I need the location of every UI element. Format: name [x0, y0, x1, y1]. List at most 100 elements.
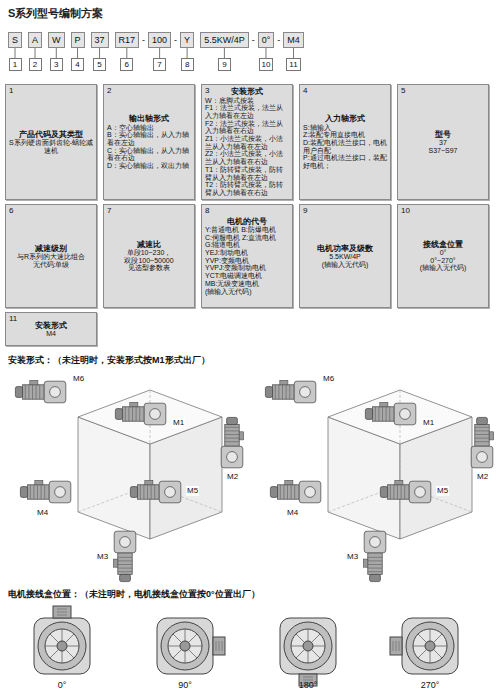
- number-text: 3: [54, 60, 58, 69]
- position-label: M4: [36, 508, 49, 518]
- position-label: M3: [346, 552, 359, 562]
- box-body: C:伺服电机 Z:直流电机: [205, 234, 289, 242]
- code-text: 100: [152, 35, 167, 45]
- code-box: 37: [91, 32, 109, 48]
- spec-box: 4入力轴形式S:轴输入Z:装配专用直接电机D:装配电机法兰接口，电机用户自配P:…: [299, 84, 391, 200]
- box-body: Z1：小法兰式按装，小法兰从入力轴看在左边: [205, 135, 289, 150]
- separator-dash: -: [277, 33, 280, 47]
- box-number: 11: [9, 315, 17, 323]
- number-text: 2: [33, 60, 37, 69]
- box-content: 减速级别与R系列的大速比组合无代码:单级: [6, 242, 96, 271]
- callout-number: 8: [181, 58, 194, 71]
- code-box: R17: [115, 32, 140, 48]
- mounting-illustration: [0, 352, 497, 699]
- box-body: 见选型参数表: [107, 264, 191, 272]
- box-body: MB:无级变速电机: [205, 280, 289, 288]
- code-text: A: [32, 35, 38, 45]
- position-label: M6: [322, 374, 335, 384]
- spec-box: 9电机功率及级数5.5KW/4P(轴输入无代码): [299, 204, 391, 308]
- callout-number: 1: [9, 58, 22, 71]
- angle-label: 180°: [299, 680, 318, 691]
- leader-connector: [99, 48, 100, 58]
- leader-connector: [56, 48, 57, 58]
- leader-connector: [15, 48, 16, 58]
- leader-connector: [77, 48, 78, 58]
- position-label: M1: [172, 418, 185, 428]
- box-body: 无代码:单级: [9, 261, 93, 269]
- callout-number: 4: [71, 58, 84, 71]
- box-number: 6: [9, 207, 13, 215]
- box-body: (轴输入无代码): [401, 264, 485, 272]
- separator-dash: -: [142, 33, 145, 47]
- box-content: 减速比单段10~230，双段100~50000见选型参数表: [104, 238, 194, 274]
- code-text: 5.5KW/4P: [204, 35, 245, 45]
- spec-box: 2输出轴形式A：空心轴输出B：实心轴输出，从入力轴看在左边C：实心轴输出，从入力…: [103, 84, 195, 200]
- box-content: 接线盒位置0°0°~270°(轴输入无代码): [398, 238, 488, 274]
- box-heading: 安装形式: [9, 321, 93, 330]
- box-body: P:通过电机法兰接口，装配好电机；: [303, 154, 387, 169]
- box-content: 安装形式M4: [6, 319, 96, 340]
- section-heading: 电机接线盒位置：（未注明时，电机接线盒位置按0°位置出厂）: [8, 588, 260, 601]
- box-body: A：空心轴输出: [107, 124, 191, 132]
- position-label: M4: [286, 508, 299, 518]
- illustration-section: 安装形式：（未注明时，安装形式按M1形式出厂）M6M1M2M5M4M3M6M1M…: [0, 352, 497, 699]
- box-body: G:辊道电机: [205, 241, 289, 249]
- box-number: 9: [303, 207, 307, 215]
- box-number: 10: [401, 207, 410, 215]
- box-body: 37: [401, 139, 485, 147]
- leader-connector: [126, 48, 127, 58]
- spec-box: 1 产品代码及其类型S系列硬齿面斜齿轮-蜗轮减速机: [5, 84, 97, 200]
- spec-box: 6 减速级别与R系列的大速比组合无代码:单级: [5, 204, 97, 308]
- code-box: 100: [148, 32, 171, 48]
- code-box: W: [48, 32, 65, 48]
- box-heading: 产品代码及其类型: [9, 130, 93, 139]
- code-box: 5.5KW/4P: [200, 32, 249, 48]
- separator-dash: -: [174, 33, 177, 47]
- angle-label: 90°: [178, 680, 192, 691]
- code-text: W: [52, 35, 61, 45]
- box-content: 产品代码及其类型S系列硬齿面斜齿轮-蜗轮减速机: [6, 128, 96, 157]
- number-text: 6: [125, 60, 129, 69]
- code-box: 0°: [258, 32, 275, 48]
- box-body: Y:普通电机 B:防爆电机: [205, 226, 289, 234]
- box-body: 与R系列的大速比组合: [9, 253, 93, 261]
- spec-box: 5型号37S37~S97: [397, 84, 489, 200]
- number-text: 7: [157, 60, 161, 69]
- callout-number: 11: [286, 58, 300, 71]
- box-number: 2: [107, 87, 111, 95]
- box-heading: 减速比: [107, 240, 191, 249]
- box-number: 1: [9, 87, 13, 95]
- box-body: (轴输入无代码): [303, 261, 387, 269]
- box-body: (轴输入无代码): [205, 288, 289, 296]
- page-title: S系列型号编制方案: [8, 6, 103, 21]
- box-body: 双段100~50000: [107, 257, 191, 265]
- code-text: M4: [287, 35, 300, 45]
- box-body: F1：法兰式按装，法兰从入力轴看在左边: [205, 104, 289, 119]
- box-body: YVPJ:变频制动电机: [205, 264, 289, 272]
- callout-number: 6: [120, 58, 133, 71]
- position-label: M5: [186, 486, 199, 496]
- box-body: B：实心轴输出，从入力轴看在左边: [107, 131, 191, 146]
- section-heading: 安装形式：（未注明时，安装形式按M1形式出厂）: [8, 354, 210, 367]
- leader-connector: [224, 48, 225, 58]
- leader-connector: [187, 48, 188, 58]
- number-text: 10: [262, 60, 271, 69]
- spec-box: 8电机的代号Y:普通电机 B:防爆电机C:伺服电机 Z:直流电机G:辊道电机YE…: [201, 204, 293, 308]
- box-body: W：底脚式按装: [205, 97, 289, 105]
- code-text: Y: [184, 35, 190, 45]
- box-body: 单段10~230，: [107, 249, 191, 257]
- box-body: 5.5KW/4P: [303, 253, 387, 261]
- box-body: YEJ:制动电机: [205, 249, 289, 257]
- box-body: T2：防转臂式按装，防转臂从入力轴看在右边: [205, 181, 289, 196]
- box-body: F2：法兰式按装，法兰从入力轴看在右边: [205, 120, 289, 135]
- spec-box: 10接线盒位置0°0°~270°(轴输入无代码): [397, 204, 489, 308]
- code-box: A: [28, 32, 42, 48]
- box-number: 3: [205, 87, 209, 95]
- spec-box: 11安装形式M4: [5, 312, 97, 346]
- leader-connector: [265, 48, 266, 58]
- code-text: P: [75, 35, 81, 45]
- box-body: YCT:电磁调速电机: [205, 272, 289, 280]
- angle-label: 0°: [58, 680, 67, 691]
- box-body: Z2：小法兰式按装，小法兰从入力轴看在右边: [205, 150, 289, 165]
- box-body: 0°: [401, 249, 485, 257]
